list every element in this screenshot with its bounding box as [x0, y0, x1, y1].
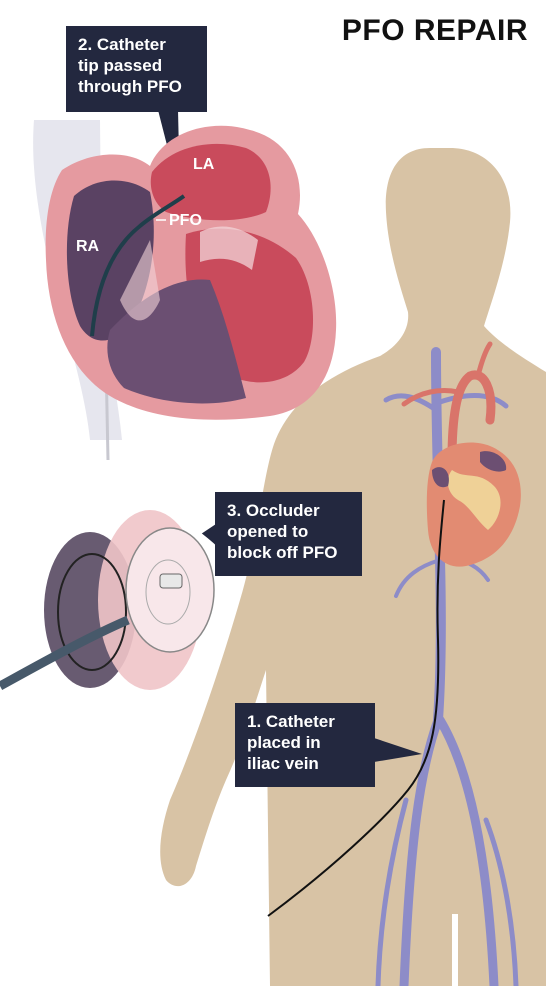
delivery-catheter — [0, 615, 130, 690]
aorta — [401, 341, 496, 465]
occluder-disc-front — [125, 527, 215, 653]
catheter-in-body — [267, 499, 445, 917]
pelvis-marker — [452, 914, 458, 986]
catheter-in-heart — [90, 194, 186, 337]
label-right-atrium: RA — [76, 238, 100, 255]
callout-pointer-step1 — [374, 738, 422, 762]
callout-step2: 2. Catheter tip passed through PFO — [66, 26, 207, 112]
occluder-hub — [159, 573, 183, 589]
heart-cross-section — [33, 120, 337, 461]
callout-step3: 3. Occluder opened to block off PFO — [215, 492, 362, 576]
callout-step1: 1. Catheter placed in iliac vein — [235, 703, 375, 787]
label-pfo: PFO — [169, 212, 202, 229]
body-heart — [426, 442, 521, 567]
label-left-atrium: LA — [193, 156, 215, 173]
occluder-inset — [0, 510, 230, 704]
occluder-disc-back — [57, 553, 127, 671]
page-title: PFO REPAIR — [341, 14, 528, 47]
